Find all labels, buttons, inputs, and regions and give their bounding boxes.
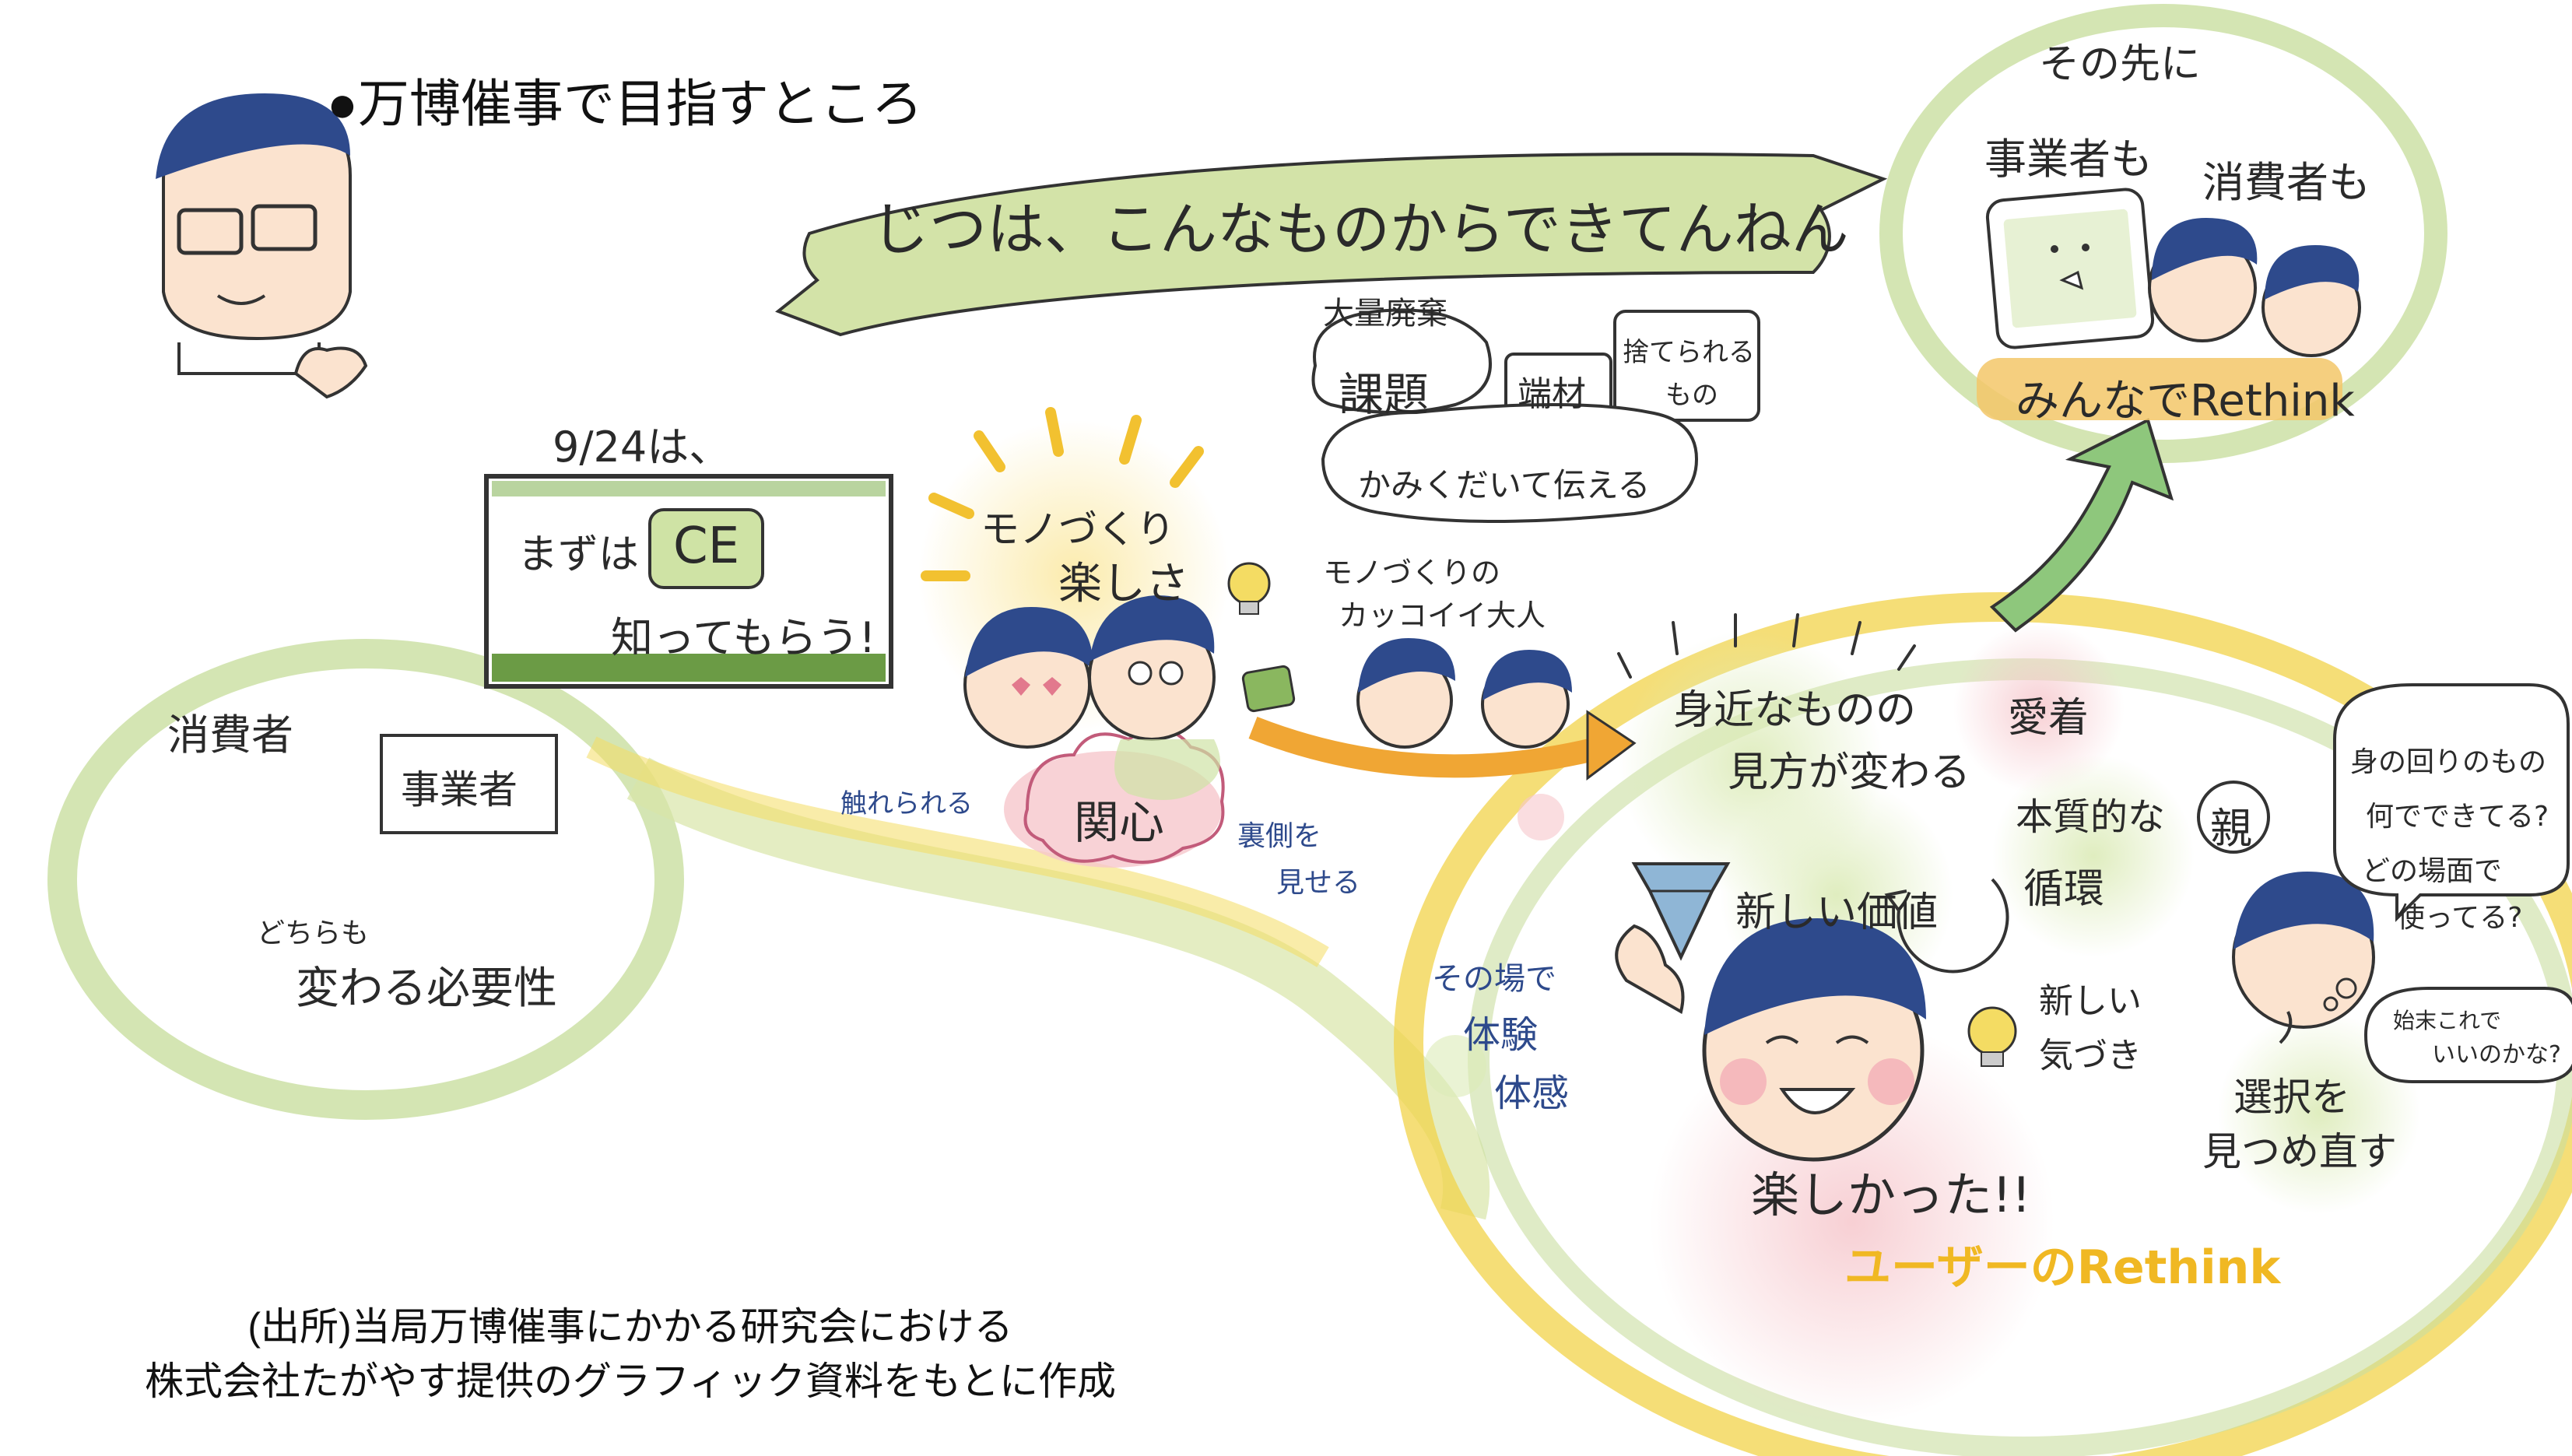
issue-bubble [1311,308,1492,414]
board-line1: まずは [518,532,640,578]
right-q1d: 使ってる? [2397,902,2523,934]
left-need: 変わる必要性 [296,963,557,1014]
right-onsite-2: 体験 [1463,1013,1539,1057]
issue-explain: かみくだいて伝える [1358,466,1651,504]
right-view-1: 身近なものの [1673,687,1917,734]
left-business: 事業者 [401,767,518,812]
mono-touch: 触れられる [840,788,973,819]
mono-backside-1: 裏側を [1237,820,1322,852]
right-cycle: 循環 [2023,866,2105,913]
right-newaware-2: 気づき [2039,1036,2142,1075]
right-choose-2: 見つめ直す [2202,1129,2397,1174]
bulb-1 [1227,562,1271,615]
cool-adults [1241,638,1572,749]
right-onsite-1: その場で [1432,961,1556,997]
swoosh-yellow [586,736,1329,967]
issue-discarded-1: 捨てられる [1623,337,1755,368]
right-view-2: 見方が変わる [1728,749,1971,796]
right-essential: 本質的な [2016,795,2166,839]
right-user-rethink: ユーザーのRethink [1844,1240,2281,1295]
left-consumer: 消費者 [167,710,293,760]
source-line-2: 株式会社たがやす提供のグラフィック資料をもとに作成 [145,1360,1116,1403]
right-parent: 親 [2210,804,2252,853]
source-line-1: (出所)当局万博催事にかかる研究会における [247,1305,1013,1349]
board-line2: 知ってもらう! [611,613,876,662]
swoosh-green [626,757,1490,1220]
mono-cool-2: カッコイイ大人 [1339,598,1546,633]
main-character [1615,918,1926,1162]
mono-backside-2: 見せる [1276,867,1361,899]
future-beyond: その先に [2039,41,2202,88]
business-box [380,734,558,834]
right-onsite-3: 体感 [1494,1072,1570,1115]
right-attach: 愛着 [2008,695,2090,742]
rethink-band [1977,358,2342,420]
mono-cool-1: モノづくりの [1323,556,1501,590]
issue-discarded-2: もの [1665,380,1718,411]
future-business: 事業者も [1984,135,2153,184]
banner-text: じつは、こんなものからできてんねん [872,196,1849,263]
page-title: ●万博催事で目指すところ [327,75,923,132]
green-arrow [1989,418,2174,633]
right-q2b: いいのかな? [2432,1041,2561,1068]
left-both: どちらも [257,917,370,949]
top-right-circle [1879,4,2447,463]
date-label: 9/24は、 [553,423,732,472]
mono-interest: 関心 [1074,796,1165,849]
mono-title-2: 楽しさ [1058,559,1189,609]
future-rethink: みんなでRethink [2016,376,2355,426]
right-q1a: 身の回りのもの [2350,746,2547,778]
right-fun: 楽しかった!! [1751,1167,2031,1223]
future-consumer: 消費者も [2202,158,2370,207]
mono-title-1: モノづくり [981,507,1175,552]
parent-character [2232,872,2375,1044]
discarded-box [1613,310,1760,422]
ce-box [648,508,764,589]
right-new-value: 新しい価値 [1735,889,1939,936]
right-newaware-1: 新しい [2039,981,2142,1021]
right-q2a: 始末これで [2393,1008,2502,1033]
banner-ribbon [775,153,1888,337]
explain-bubble [1321,403,1699,523]
question-bubble-2 [2363,987,2572,1083]
issue-issue: 課題 [1339,368,1430,421]
bulb-2 [1967,1006,2017,1067]
issue-material: 端材 [1518,374,1586,414]
issue-waste: 大量廃棄 [1323,296,1447,332]
question-bubble-1 [2333,683,2570,922]
presenter [156,93,368,399]
diamond [1631,862,1731,961]
mono-kids [963,595,1220,800]
right-choose-1: 選択を [2233,1075,2350,1120]
left-circle [47,639,684,1120]
right-q1b: 何でできてる? [2366,801,2549,833]
orange-arrow [1248,717,1606,778]
right-q1c: どの場面で [2362,855,2503,887]
board-ce: CE [673,517,740,575]
